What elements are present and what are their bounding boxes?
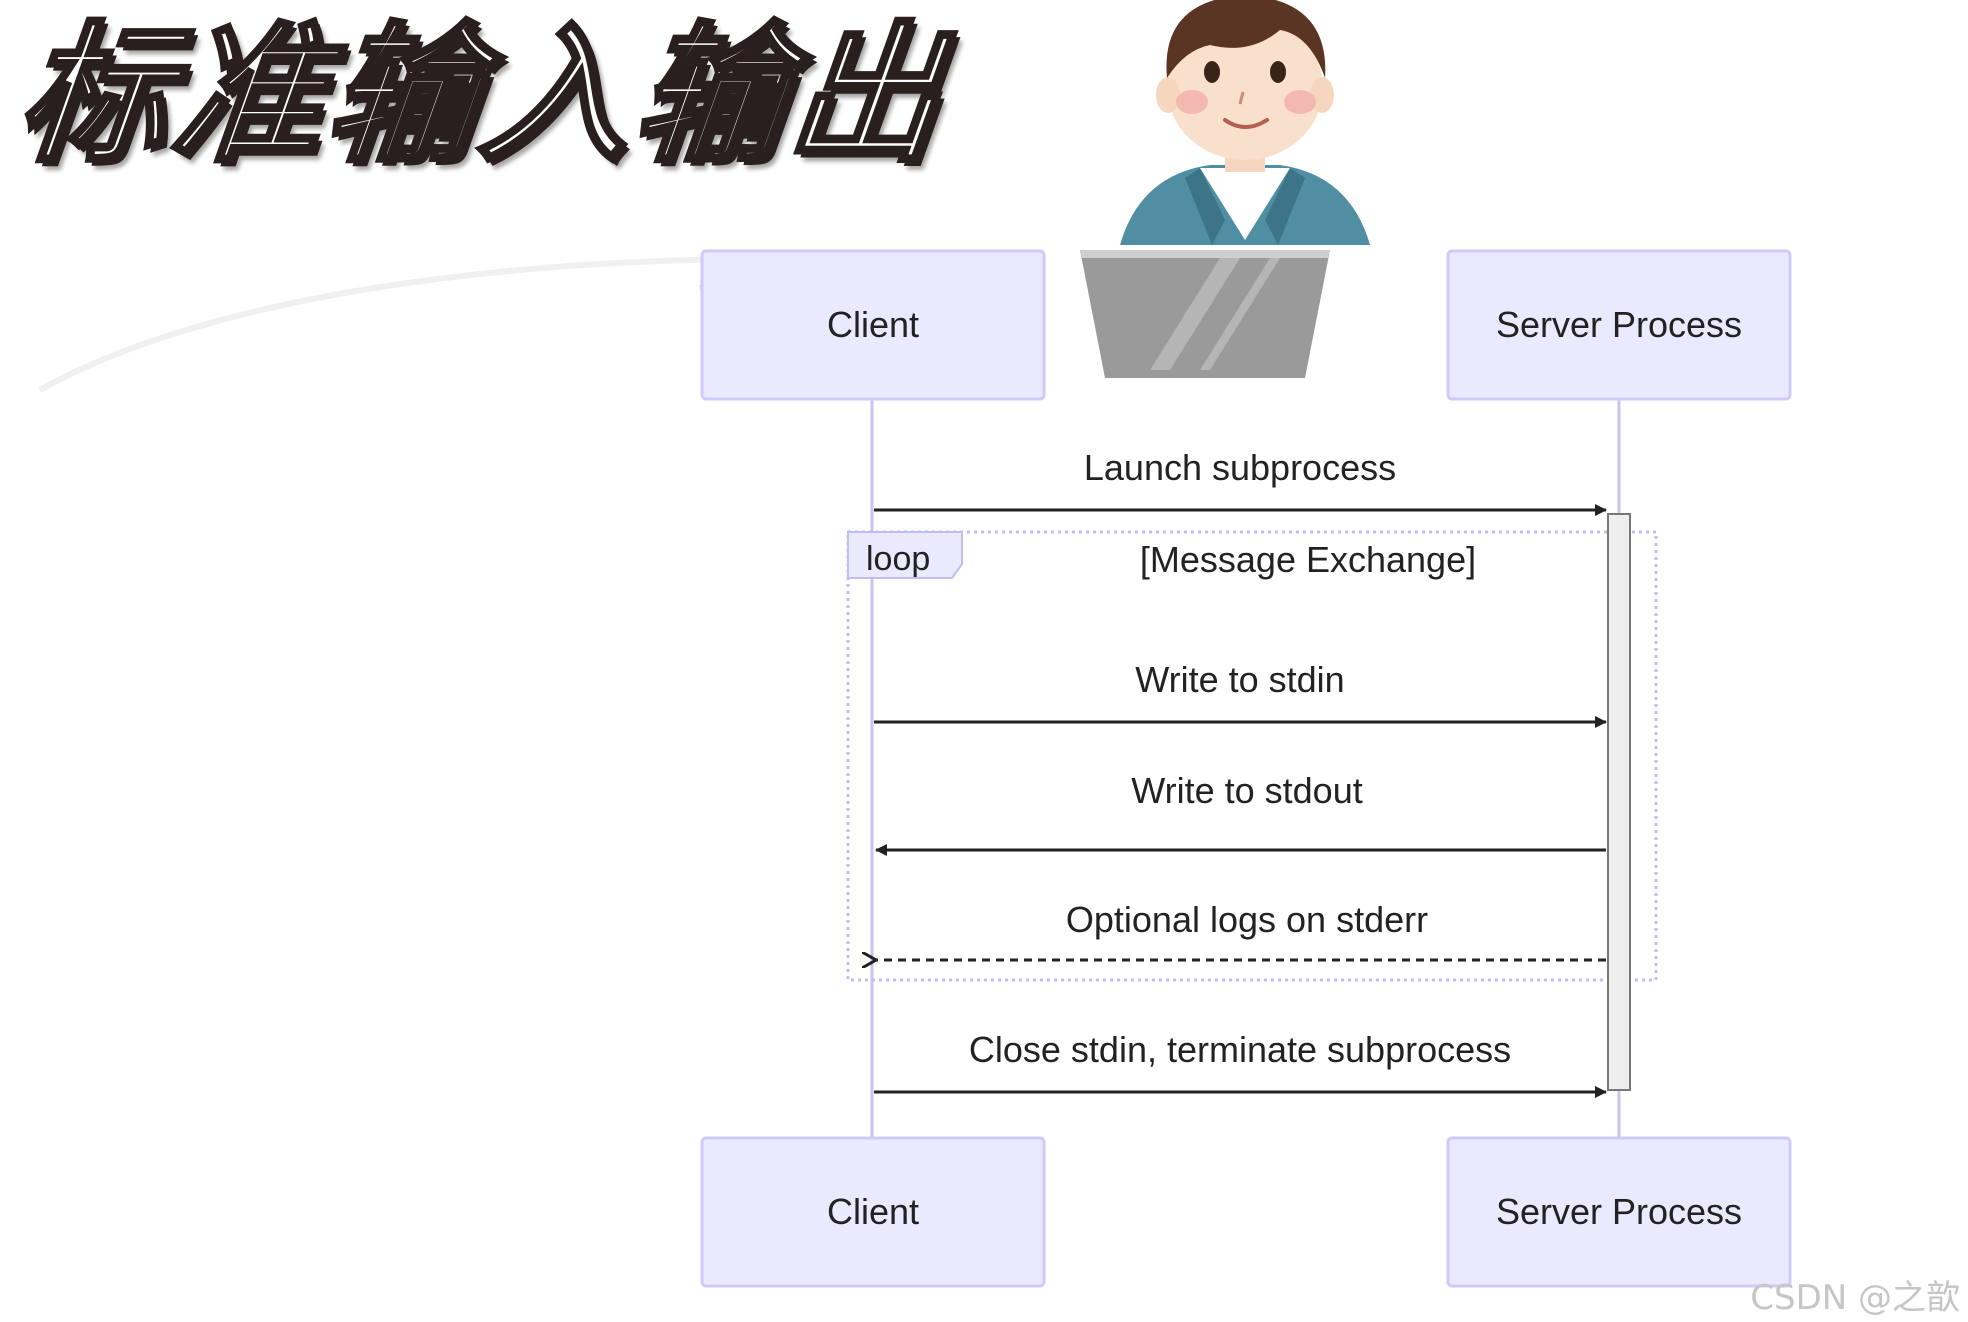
loop-tag-label: loop <box>866 540 930 578</box>
message-label-close: Close stdin, terminate subprocess <box>969 1029 1511 1070</box>
actor-box-server-top <box>1446 249 1792 401</box>
actor-label-client-top: Client <box>827 304 919 345</box>
server-activation-bar <box>1607 513 1631 1091</box>
message-label-launch: Launch subprocess <box>1084 447 1396 488</box>
person-with-laptop-illustration <box>1080 0 1370 378</box>
csdn-watermark: CSDN @之歆 <box>1750 1278 1960 1318</box>
actor-label-client-bottom: Client <box>827 1191 919 1232</box>
actor-label-server-bottom: Server Process <box>1496 1191 1742 1232</box>
actor-box-client-bottom <box>700 1136 1046 1288</box>
loop-tag-box <box>847 531 963 579</box>
message-label-stdout: Write to stdout <box>1131 770 1362 811</box>
message-label-stderr: Optional logs on stderr <box>1066 899 1428 940</box>
actor-label-server-top: Server Process <box>1496 304 1742 345</box>
actor-box-server-bottom <box>1446 1136 1792 1288</box>
actor-box-client-top <box>700 249 1046 401</box>
loop-condition: [Message Exchange] <box>1140 539 1476 580</box>
message-label-stdin: Write to stdin <box>1135 659 1344 700</box>
loop-frame <box>846 530 1658 982</box>
